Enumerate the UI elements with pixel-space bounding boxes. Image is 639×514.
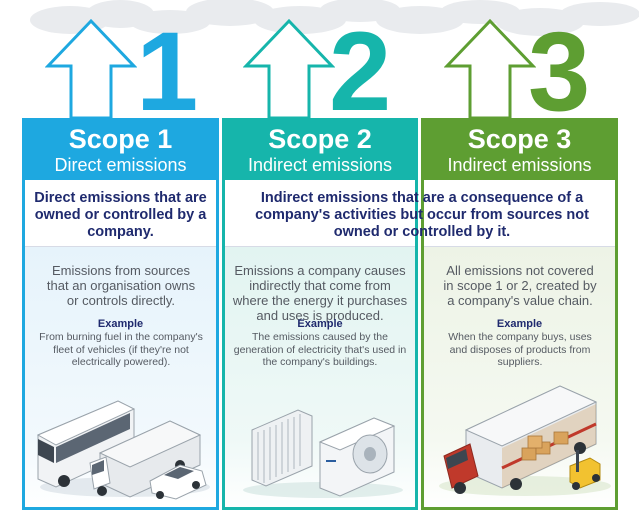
indirect-emissions-headline: Indirect emissions that are a consequenc… bbox=[255, 190, 589, 240]
scope1-header: Scope 1 Direct emissions bbox=[22, 118, 219, 180]
scope2-subtitle: Indirect emissions bbox=[247, 155, 393, 175]
scope3-title: Scope 3 bbox=[467, 124, 572, 154]
scope1-number: 1 bbox=[136, 9, 198, 134]
bus-truck-car-icon bbox=[36, 400, 210, 500]
scope2-title: Scope 2 bbox=[268, 124, 372, 154]
clouds-decoration bbox=[30, 0, 639, 36]
scope2-arrow-icon bbox=[243, 18, 335, 120]
scope3-arrow-icon bbox=[444, 18, 536, 120]
scope3-subtitle: Indirect emissions bbox=[447, 155, 592, 175]
direct-emissions-headline: Direct emissions that are owned or contr… bbox=[34, 190, 207, 240]
scope2-example-label: Example bbox=[297, 318, 343, 330]
scope1-divider bbox=[25, 246, 216, 247]
scope3-number: 3 bbox=[528, 9, 590, 134]
scope1-example-label: Example bbox=[97, 318, 144, 330]
radiator-air-conditioner-icon bbox=[243, 409, 403, 498]
scope2-description: Emissions a company causes indirectly th… bbox=[232, 263, 408, 323]
scope3-description: All emissions not covered in scope 1 or … bbox=[443, 263, 597, 308]
scope2-number: 2 bbox=[329, 9, 391, 134]
scope2-divider bbox=[225, 246, 415, 247]
scope3-divider bbox=[424, 246, 615, 247]
scope1-subtitle: Direct emissions bbox=[54, 155, 187, 175]
scope1-arrow-icon bbox=[45, 18, 137, 120]
scope3-header: Scope 3 Indirect emissions bbox=[421, 118, 618, 180]
scope3-example-label: Example bbox=[496, 318, 543, 330]
scope2-example: The emissions caused by the generation o… bbox=[233, 331, 407, 368]
scope2-header: Scope 2 Indirect emissions bbox=[222, 118, 418, 180]
scope1-title: Scope 1 bbox=[68, 124, 173, 154]
scope1-example: From burning fuel in the company's fleet… bbox=[39, 331, 203, 368]
scope1-description: Emissions from sources that an organisat… bbox=[46, 263, 196, 308]
delivery-truck-forklift-icon bbox=[439, 385, 611, 496]
scope3-example: When the company buys, uses and disposes… bbox=[448, 331, 592, 368]
